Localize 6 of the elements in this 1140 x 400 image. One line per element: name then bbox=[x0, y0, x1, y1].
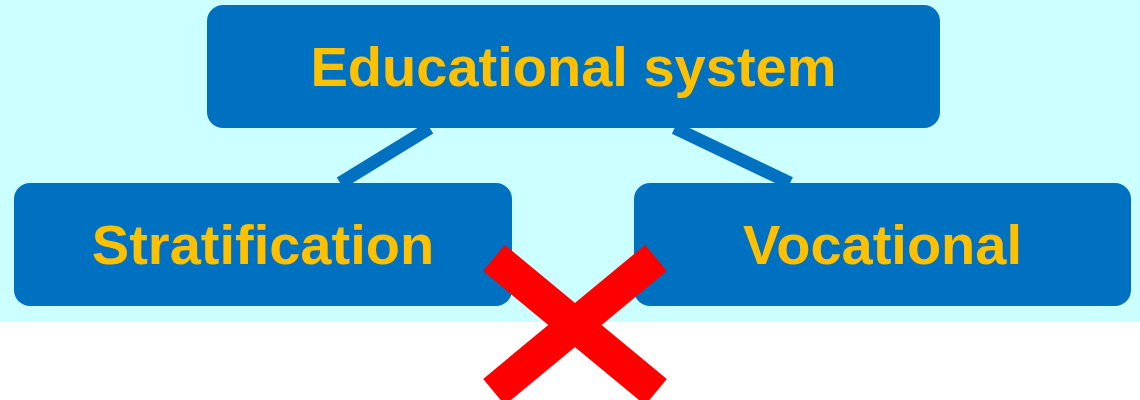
box-label: Stratification bbox=[91, 212, 435, 277]
topic-box bbox=[14, 183, 512, 306]
box-label: Vocational bbox=[743, 212, 1022, 277]
topic-box bbox=[634, 183, 1131, 306]
box-label: Educational system bbox=[310, 34, 837, 99]
topic-box bbox=[207, 5, 940, 128]
